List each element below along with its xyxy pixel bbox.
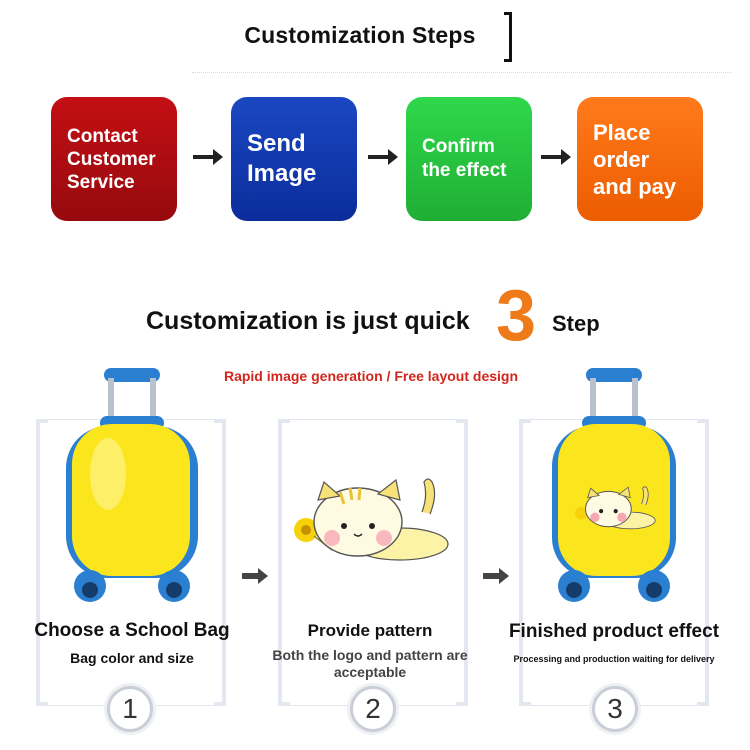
section-title: Customization Steps <box>244 22 476 48</box>
column-3-subtitle: Processing and production waiting for de… <box>513 654 715 664</box>
cat-pattern-image <box>294 478 449 561</box>
finished-suitcase-image <box>552 368 676 602</box>
step-number-2: 2 <box>350 686 396 732</box>
arrow-right-icon <box>242 568 268 584</box>
arrow-right-icon <box>193 149 223 165</box>
column-3-title: Finished product effect <box>508 621 720 642</box>
title-bracket <box>504 12 512 62</box>
tagline: Rapid image generation / Free layout des… <box>223 368 519 384</box>
arrow-right-icon <box>541 149 571 165</box>
step-confirm-effect-tile: Confirm the effect <box>406 97 532 221</box>
arrow-right-icon <box>483 568 509 584</box>
step-place-order-tile: Place order and pay <box>577 97 703 221</box>
step-send-image-tile: Send Image <box>231 97 357 221</box>
column-1-title: Choose a School Bag <box>34 620 230 641</box>
column-1-subtitle: Bag color and size <box>70 650 194 666</box>
quick-headline: Customization is just quick <box>146 307 470 335</box>
yellow-suitcase-image <box>66 368 198 602</box>
sunflower-icon <box>294 518 318 542</box>
big-number-three: 3 <box>496 276 537 356</box>
step-contact-service-tile: Contact Customer Service <box>51 97 177 221</box>
column-2-title: Provide pattern <box>307 621 433 640</box>
dotted-divider <box>192 72 732 73</box>
step-number-1: 1 <box>107 686 153 732</box>
column-2-subtitle: Both the logo and pattern are acceptable <box>272 647 468 680</box>
step-number-3: 3 <box>592 686 638 732</box>
step-word: Step <box>552 311 600 336</box>
arrow-right-icon <box>368 149 398 165</box>
